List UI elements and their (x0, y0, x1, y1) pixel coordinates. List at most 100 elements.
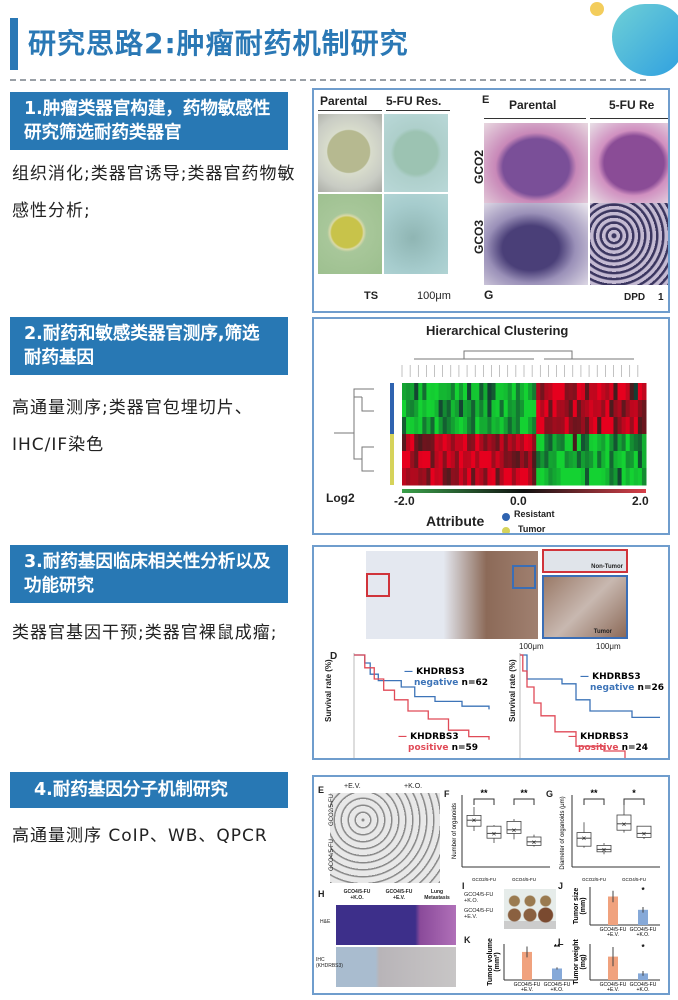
heatmap-cell (434, 434, 440, 452)
heatmap-cell (438, 400, 444, 418)
legend-line-positive: — (568, 732, 581, 742)
heatmap-cell (442, 383, 448, 401)
heatmap-cell (617, 400, 623, 418)
he-image-gco2-parental (484, 123, 588, 203)
heatmap-cell (540, 400, 545, 418)
legend-gene: KHDRBS3 (592, 672, 641, 682)
heatmap-cell (633, 434, 639, 452)
heatmap-cell (605, 434, 610, 452)
tumor-label: Tumor (593, 629, 612, 635)
heatmap-cell (585, 468, 590, 486)
heatmap-cell (524, 434, 529, 452)
heatmap-cell (495, 451, 501, 469)
heatmap-cell (414, 451, 419, 469)
heatmap-cell (564, 451, 570, 469)
heatmap-cell (438, 451, 444, 469)
heatmap-cell (637, 468, 643, 486)
heatmap-cell (605, 417, 610, 435)
heatmap-cell (475, 434, 480, 452)
heatmap-cell (548, 417, 553, 435)
bar-k-sig: ** (554, 943, 561, 952)
heatmap-cell (483, 383, 488, 401)
heatmap-cell (544, 434, 549, 452)
h-col2: GCO4/5-FU +E.V. (385, 889, 413, 901)
tumor-inset: Tumor (542, 575, 628, 639)
heatmap-cell (532, 417, 537, 435)
heatmap-cell (430, 383, 436, 401)
scale-bar-2: 100μm (596, 642, 621, 651)
heatmap-cell (434, 451, 440, 469)
heatmap-cell (556, 468, 562, 486)
heatmap-cell (442, 468, 448, 486)
heatmap-cell (438, 417, 444, 435)
legend-tumor-marker (502, 527, 510, 533)
heatmap-cell (410, 417, 415, 435)
heatmap-cell (402, 400, 407, 418)
heatmap-cell (629, 468, 635, 486)
heatmap-cell (475, 400, 480, 418)
heatmap-cell (589, 451, 594, 469)
heatmap-cell (515, 434, 521, 452)
heatmap-cell (487, 434, 492, 452)
panel-d-label: D (330, 651, 338, 662)
heatmap-cell (475, 417, 480, 435)
heatmap-cell (479, 468, 484, 486)
heatmap-cell (479, 400, 484, 418)
heatmap-cell (402, 383, 407, 401)
heatmap-cell (507, 383, 513, 401)
heatmap-cell (499, 383, 505, 401)
heatmap-cell (576, 434, 582, 452)
heatmap-cell (613, 434, 619, 452)
heatmap-cell (515, 468, 521, 486)
heatmap-cell (454, 434, 460, 452)
heatmap-cell (410, 400, 415, 418)
heatmap-cell (483, 468, 488, 486)
bar-j-bar-ko (638, 909, 648, 925)
heatmap-cell (528, 451, 533, 469)
heatmap-cell (621, 451, 627, 469)
legend-line-positive: — (398, 732, 411, 742)
heatmap-cell (499, 417, 505, 435)
heatmap-cell (467, 451, 472, 469)
heatmap-cell (568, 434, 574, 452)
attribute-bar-resistant (390, 383, 394, 434)
heatmap-cell (576, 417, 582, 435)
heatmap-cell (572, 417, 578, 435)
heatmap-cell (609, 400, 614, 418)
ihc-images (336, 947, 456, 987)
heatmap-cell (629, 417, 635, 435)
heatmap-cell (564, 417, 570, 435)
heatmap-cell (641, 400, 647, 418)
tick-min: -2.0 (394, 494, 415, 508)
heatmap-cell (629, 451, 635, 469)
heatmap-cell (479, 434, 484, 452)
heatmap-cell (609, 468, 614, 486)
heatmap-cell (491, 434, 497, 452)
heatmap-cell (580, 451, 586, 469)
heatmap-cell (414, 383, 419, 401)
col-res-he: 5-FU Re (609, 98, 655, 112)
heatmap-cell (426, 468, 431, 486)
heatmap-cell (495, 400, 501, 418)
heatmap-cell (601, 383, 606, 401)
heatmap-cell (585, 417, 590, 435)
heatmap-cell (629, 400, 635, 418)
heatmap-cell (585, 383, 590, 401)
heatmap-cell (446, 434, 452, 452)
heatmap-cell (430, 451, 436, 469)
heatmap-cell (463, 434, 468, 452)
organoid-image-parental-1 (318, 114, 382, 192)
heatmap-cell (418, 468, 423, 486)
attribute-bar-tumor (390, 434, 394, 485)
bar-j-bar-ev (608, 896, 618, 925)
heatmap-cell (560, 468, 566, 486)
heatmap-cell (617, 451, 623, 469)
heatmap-cell (621, 468, 627, 486)
heatmap-cell (536, 434, 541, 452)
heatmap-cell (625, 417, 631, 435)
heatmap-cell (422, 451, 427, 469)
heatmap-cell (625, 451, 631, 469)
row-dendrogram (334, 388, 374, 472)
heatmap-cell (556, 451, 562, 469)
heatmap-cell (564, 400, 570, 418)
